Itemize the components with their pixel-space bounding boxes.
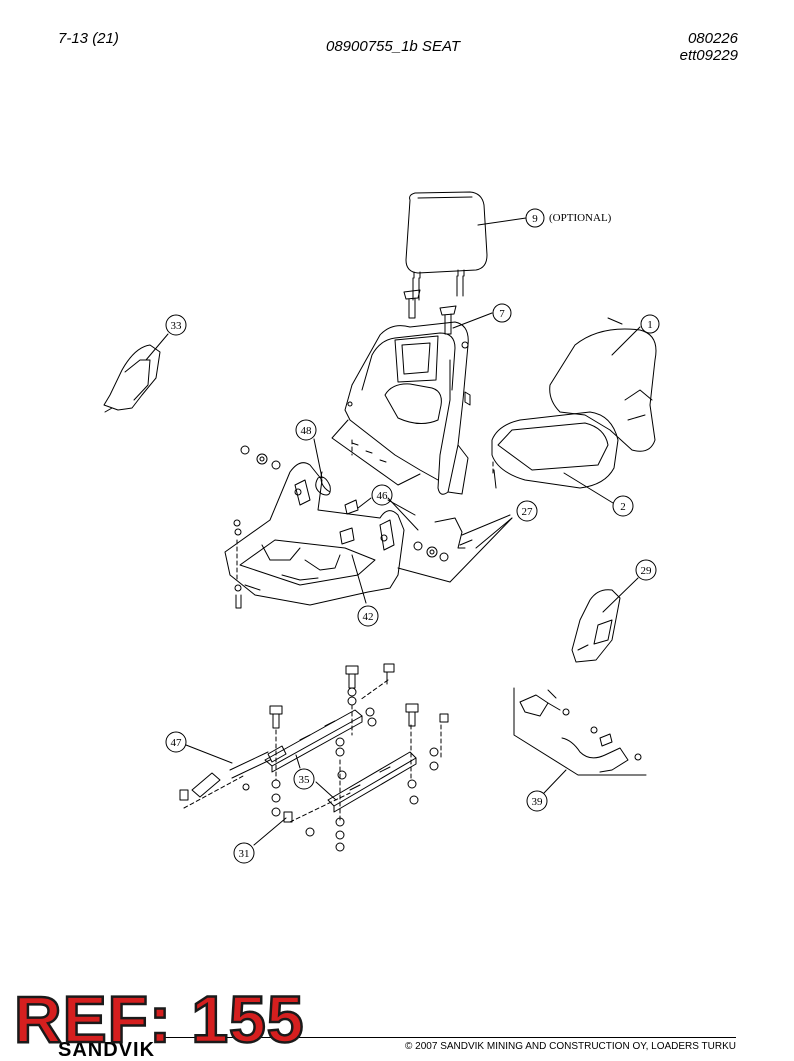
svg-text:2: 2 (620, 501, 626, 513)
svg-text:31: 31 (239, 848, 250, 860)
svg-text:35: 35 (299, 774, 311, 786)
seat-pan-frame (224, 462, 405, 606)
svg-text:33: 33 (171, 320, 183, 332)
seat-belt-part (513, 687, 647, 776)
callout-27: 27 (516, 500, 538, 522)
headrest-guide-pins (403, 289, 457, 335)
callout-47: 47 (165, 731, 187, 753)
callout-39: 39 (526, 790, 548, 812)
document-date: 080226 (687, 30, 738, 47)
callout-48: 48 (295, 419, 317, 441)
footer-divider (160, 1037, 736, 1038)
svg-text:48: 48 (301, 425, 313, 437)
ref-stamp: REF: 155 (13, 982, 305, 1056)
slide-rail-right (327, 751, 417, 813)
callout-9: 9 (525, 208, 545, 228)
spring-part (315, 476, 331, 496)
svg-text:7: 7 (499, 308, 505, 320)
callout-29: 29 (635, 559, 657, 581)
slide-rail-left (264, 709, 363, 773)
svg-text:42: 42 (363, 611, 374, 623)
document-code: ett09229 (679, 47, 738, 64)
svg-text:47: 47 (171, 737, 183, 749)
callout-35: 35 (293, 768, 315, 790)
svg-text:39: 39 (532, 796, 544, 808)
fastener-stack-right (413, 517, 473, 562)
assembly-dash-lines (183, 439, 494, 823)
optional-note: (OPTIONAL) (549, 212, 612, 224)
leader-lines (145, 217, 641, 846)
copyright-text: © 2007 SANDVIK MINING AND CONSTRUCTION O… (405, 1041, 736, 1052)
document-title: 08900755_1b SEAT (326, 38, 460, 55)
bracket-part (339, 499, 359, 545)
callout-7: 7 (492, 303, 512, 323)
backrest-cushion (549, 317, 657, 452)
callout-42: 42 (357, 605, 379, 627)
svg-text:46: 46 (377, 490, 389, 502)
svg-text:29: 29 (641, 565, 653, 577)
fastener-stack-left (233, 445, 281, 609)
callout-2: 2 (612, 495, 634, 517)
svg-text:1: 1 (647, 319, 653, 331)
side-cover-part (103, 344, 161, 413)
callout-33: 33 (165, 314, 187, 336)
rail-fasteners (179, 663, 449, 852)
callout-46: 46 (371, 484, 393, 506)
headrest-part (405, 191, 488, 301)
callout-1: 1 (640, 314, 660, 334)
callout-31: 31 (233, 842, 255, 864)
svg-text:27: 27 (522, 506, 534, 518)
armrest-part (571, 589, 621, 663)
svg-text:9: 9 (532, 213, 538, 225)
backrest-frame (331, 321, 471, 495)
page-reference: 7-13 (21) (58, 30, 119, 47)
adjust-handle-part (191, 751, 271, 798)
seat-cushion (491, 411, 619, 489)
